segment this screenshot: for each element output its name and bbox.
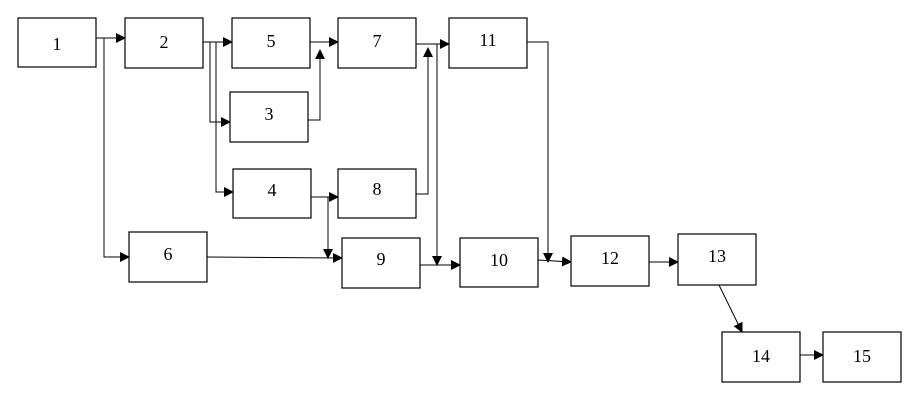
node-3-label: 3 <box>265 104 274 124</box>
node-15-label: 15 <box>853 346 871 366</box>
node-12: 12 <box>570 235 650 287</box>
node-8: 8 <box>337 168 417 219</box>
edge-7-10 <box>416 43 442 266</box>
edge-4-9 <box>311 196 333 259</box>
edge-11-12 <box>527 41 553 263</box>
edge-3-7 <box>308 49 325 121</box>
node-9: 9 <box>341 237 421 289</box>
edge-2-3 <box>209 42 231 127</box>
edge-1-6 <box>96 37 130 262</box>
node-11: 11 <box>448 17 528 69</box>
node-10: 10 <box>459 237 539 288</box>
edge-13-14 <box>718 284 743 333</box>
node-2-label: 2 <box>160 32 169 52</box>
node-14-label: 14 <box>752 346 770 366</box>
node-12-label: 12 <box>601 248 619 268</box>
node-7-label: 7 <box>373 31 382 51</box>
node-7: 7 <box>337 17 417 69</box>
node-4: 4 <box>232 168 312 219</box>
node-1-label: 1 <box>53 34 62 54</box>
node-9-label: 9 <box>377 249 386 269</box>
edge-10-12 <box>537 256 572 267</box>
edge-6-9 <box>206 252 343 263</box>
node-5-label: 5 <box>267 31 276 51</box>
node-13-label: 13 <box>708 246 726 266</box>
edges <box>96 33 824 360</box>
node-8-label: 8 <box>373 179 382 199</box>
node-5: 5 <box>231 17 311 69</box>
node-13: 13 <box>677 233 757 286</box>
node-1: 1 <box>17 17 97 68</box>
node-14: 14 <box>721 331 801 383</box>
node-10-label: 10 <box>490 250 508 270</box>
node-15: 15 <box>822 331 902 383</box>
edge-2-4 <box>210 41 234 197</box>
node-3: 3 <box>229 91 309 143</box>
node-6-label: 6 <box>164 244 173 264</box>
edge-8-11 <box>416 47 433 195</box>
node-4-label: 4 <box>268 180 277 200</box>
node-6: 6 <box>128 231 208 283</box>
node-2: 2 <box>124 17 204 69</box>
node-11-label: 11 <box>479 30 496 50</box>
